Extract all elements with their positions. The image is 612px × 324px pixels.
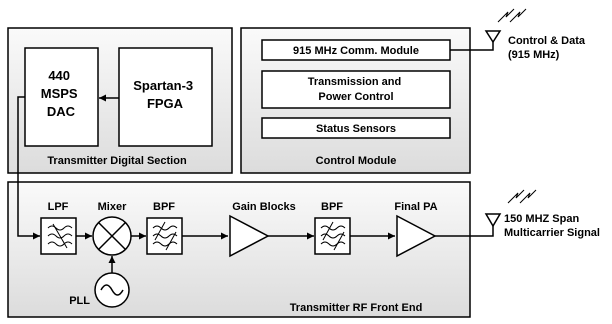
comm-to-antenna-wire bbox=[450, 42, 494, 51]
bpf1-filter-icon bbox=[152, 225, 178, 247]
fpga-block bbox=[118, 47, 213, 147]
control-module: 915 MHz Comm. Module Transmission and Po… bbox=[240, 27, 471, 174]
final-pa-label: Final PA bbox=[394, 201, 437, 213]
pll-label: PLL bbox=[69, 295, 90, 307]
mixer-x-icon bbox=[98, 222, 126, 250]
bpf1-label: BPF bbox=[153, 201, 175, 213]
mixer-label: Mixer bbox=[98, 201, 127, 213]
control-module-caption: Control Module bbox=[316, 155, 397, 167]
fpga-label-line2: FPGA bbox=[147, 96, 184, 111]
fpga-label: Spartan-3 FPGA bbox=[133, 78, 197, 111]
comm-module-label: 915 MHz Comm. Module bbox=[293, 45, 419, 57]
antenna-icon bbox=[484, 30, 502, 44]
gain-blocks-label: Gain Blocks bbox=[232, 201, 296, 213]
final-pa-amplifier-icon bbox=[396, 214, 437, 258]
transmission-label-line1: Transmission and bbox=[308, 76, 402, 88]
transmission-block bbox=[261, 70, 451, 109]
sine-wave-icon bbox=[100, 284, 124, 296]
bpf1-slashes bbox=[154, 221, 177, 251]
bpf2-label: BPF bbox=[321, 201, 343, 213]
dac-label-line1: 440 bbox=[48, 68, 70, 83]
dac-label-line2: MSPS bbox=[41, 86, 78, 101]
control-antenna: Control & Data (915 MHz) bbox=[450, 8, 588, 61]
output-radio-wave-icon bbox=[507, 189, 537, 204]
output-antenna-label-line1: 150 MHZ Span bbox=[504, 213, 579, 225]
control-antenna-label: Control & Data (915 MHz) bbox=[508, 35, 588, 61]
lpf-slash bbox=[52, 223, 68, 249]
gain-amplifier-icon bbox=[229, 214, 270, 258]
transmission-label: Transmission and Power Control bbox=[308, 76, 405, 103]
radio-wave-icon bbox=[497, 8, 527, 23]
digital-section: 440 MSPS DAC Spartan-3 FPGA Transmitter … bbox=[7, 27, 233, 174]
output-antenna-label-line2: Multicarrier Signal bbox=[504, 227, 600, 239]
digital-section-caption: Transmitter Digital Section bbox=[47, 155, 187, 167]
lpf-filter-icon bbox=[47, 225, 73, 247]
output-antenna-label: 150 MHZ Span Multicarrier Signal bbox=[504, 213, 600, 239]
dac-to-lpf-wire bbox=[17, 96, 40, 240]
lpf-block bbox=[40, 217, 77, 255]
transmission-label-line2: Power Control bbox=[318, 91, 393, 103]
fpga-label-line1: Spartan-3 bbox=[133, 78, 193, 93]
status-sensors-label: Status Sensors bbox=[316, 123, 396, 135]
bpf2-slashes bbox=[322, 221, 345, 251]
output-antenna-icon bbox=[484, 213, 502, 228]
status-sensors-block bbox=[261, 117, 451, 139]
pa-to-antenna-wire bbox=[435, 226, 494, 237]
rf-front-end: Transmitter RF Front End LPF Mixer PLL B… bbox=[7, 96, 471, 318]
dac-label: 440 MSPS DAC bbox=[41, 68, 81, 119]
control-antenna-label-line2: (915 MHz) bbox=[508, 49, 560, 61]
control-antenna-label-line1: Control & Data bbox=[508, 35, 586, 47]
dac-label-line3: DAC bbox=[47, 104, 76, 119]
output-antenna: 150 MHZ Span Multicarrier Signal bbox=[435, 189, 600, 239]
rf-front-end-caption: Transmitter RF Front End bbox=[290, 302, 423, 314]
bpf2-filter-icon bbox=[320, 225, 346, 247]
dac-block bbox=[24, 47, 99, 147]
lpf-label: LPF bbox=[48, 201, 69, 213]
